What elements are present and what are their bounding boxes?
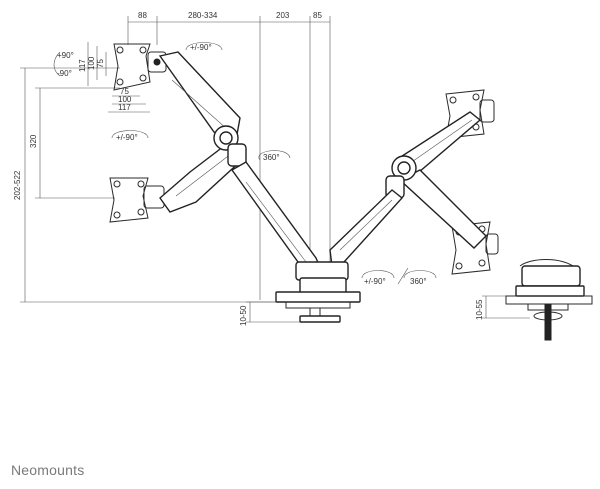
dim-320-label: 320 bbox=[29, 134, 38, 148]
right-arm bbox=[329, 89, 499, 275]
grommet-mount bbox=[505, 259, 593, 341]
dim-202-522-label: 202-522 bbox=[13, 170, 22, 200]
dim-vesa-117-h-label: 117 bbox=[118, 103, 131, 112]
brand-logo-text: Neomounts bbox=[11, 462, 85, 478]
rotation-vesa-label: +/-90° bbox=[116, 133, 138, 142]
dim-vesa-75-v-label: 75 bbox=[96, 59, 105, 68]
dim-vesa-117-v-label: 117 bbox=[78, 59, 87, 72]
swivel-arm-label: 360° bbox=[263, 153, 280, 162]
swivel-base-label: 360° bbox=[410, 277, 427, 286]
dim-88-label: 88 bbox=[138, 11, 147, 20]
dim-vesa-100-v-label: 100 bbox=[87, 56, 96, 70]
rotation-base-label: +/-90° bbox=[364, 277, 386, 286]
dim-85-label: 85 bbox=[313, 11, 322, 20]
desk-base-clamp bbox=[275, 261, 361, 323]
vesa-plate-top-left bbox=[113, 43, 167, 91]
tilt-minus-90-label: -90° bbox=[57, 69, 72, 78]
dim-vesa-75-h-label: 75 bbox=[120, 87, 129, 96]
rotation-top-label: +/-90° bbox=[190, 43, 212, 52]
tilt-plus-90-label: +90° bbox=[57, 51, 74, 60]
dim-grommet-10-55-label: 10-55 bbox=[475, 299, 484, 320]
dim-203-label: 203 bbox=[276, 11, 290, 20]
dim-clamp-10-50-label: 10-50 bbox=[239, 305, 248, 326]
dim-vesa-100-h-label: 100 bbox=[118, 95, 132, 104]
dim-280-334-label: 280-334 bbox=[188, 11, 218, 20]
left-arm bbox=[158, 51, 323, 277]
vesa-plate-bottom-left bbox=[109, 177, 165, 223]
